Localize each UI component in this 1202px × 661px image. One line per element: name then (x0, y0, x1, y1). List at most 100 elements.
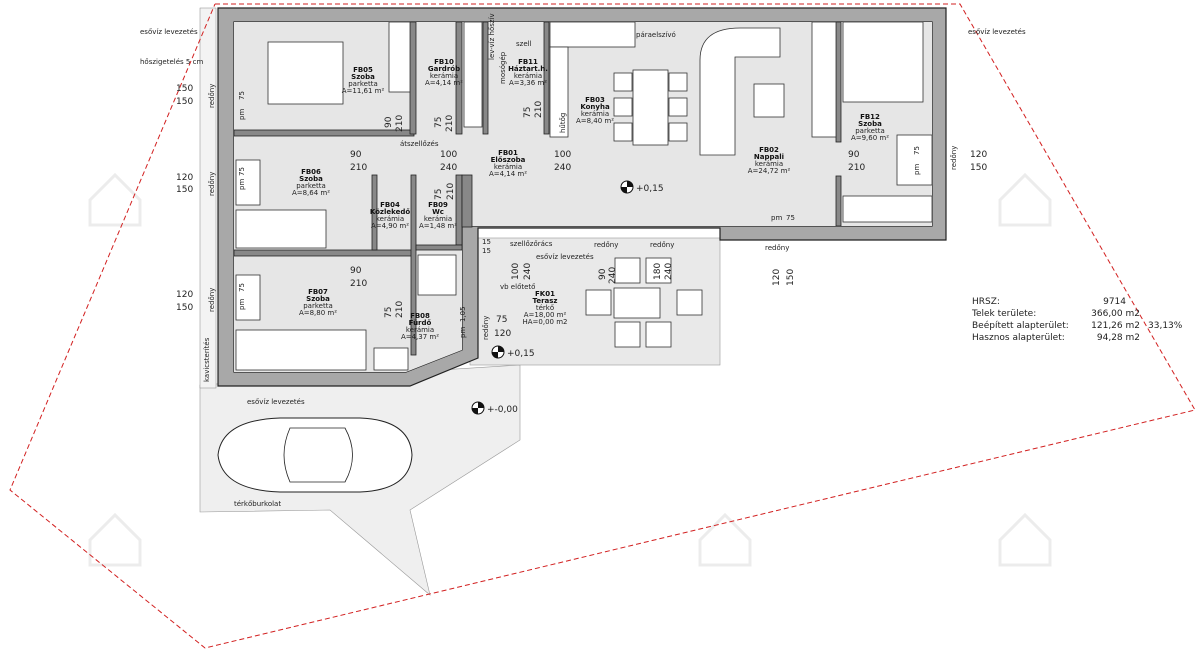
plan-label: szell (516, 40, 532, 48)
gravel-strip (199, 7, 217, 389)
plan-label: Nappali (754, 153, 784, 161)
plan-label: 210 (350, 279, 367, 289)
plan-label: Konyha (580, 103, 610, 111)
plan-label: 180 (653, 263, 663, 280)
plan-label: 100 (554, 150, 571, 160)
plan-label: 150 (786, 269, 796, 286)
plan-label: FB08 (410, 312, 430, 320)
plan-label: A=4,37 m² (401, 333, 439, 341)
plan-label: 33,13% (1148, 321, 1183, 331)
plan-label: 240 (664, 263, 674, 280)
plan-label: 9714 (1103, 297, 1126, 307)
plan-label: szellőzőrács (510, 239, 553, 248)
plan-label: Szoba (858, 120, 882, 128)
plan-label: 90 (350, 266, 362, 276)
plan-label: +0,15 (507, 349, 535, 359)
plan-label: parketta (296, 182, 326, 190)
level-marker: +-0,00 (471, 401, 518, 415)
plan-label: 90 (848, 150, 860, 160)
site-info-table: HRSZ:9714 Telek területe:366,00 m2 Beépí… (971, 297, 1183, 343)
plan-label: A=1,48 m² (419, 222, 457, 230)
plan-label: hűtőg (558, 113, 567, 133)
plan-label: kerámia (581, 110, 609, 118)
plan-label: A=4,14 m² (489, 170, 527, 178)
plan-label: 120 (176, 173, 193, 183)
plan-label: Terasz (532, 297, 557, 305)
plan-label: redőny (765, 243, 789, 252)
plan-label: átszellőzés (400, 139, 439, 148)
plan-label: 1,05 (459, 306, 467, 322)
plan-label: FB09 (428, 201, 448, 209)
level-marker: +0,15 (491, 345, 535, 359)
plan-label: esővíz levezetés (140, 27, 198, 36)
plan-label: redőny (594, 240, 618, 249)
annotations: esővíz levezetés esővíz levezetés hőszig… (140, 13, 1026, 508)
plan-label: HRSZ: (972, 297, 1000, 307)
plan-label: redőny (949, 146, 958, 170)
plan-label: 240 (440, 163, 457, 173)
plan-label: 15 (482, 238, 491, 246)
plan-label: 90 (598, 268, 608, 280)
plan-label: 75 (238, 167, 246, 176)
plan-label: kerámia (755, 160, 783, 168)
plan-label: kavicsterítés (203, 337, 211, 382)
plan-label: esővíz levezetés (536, 252, 594, 261)
plan-label: parketta (855, 127, 885, 135)
plan-label: pm (459, 327, 467, 338)
car (217, 417, 413, 493)
plan-label: 240 (523, 263, 533, 280)
plan-label: kerámia (406, 326, 434, 334)
plan-label: 100 (440, 150, 457, 160)
plan-label: 75 (913, 146, 921, 155)
plan-label: FB03 (585, 96, 605, 104)
plan-label: 120 (176, 290, 193, 300)
plan-label: 90 (350, 150, 362, 160)
plan-label: Szoba (299, 175, 323, 183)
interior-walls (233, 21, 842, 356)
plan-label: 150 (176, 84, 193, 94)
plan-label: parketta (348, 80, 378, 88)
plan-label: pm (913, 164, 921, 175)
plan-label: Hasznos alapterület: (972, 333, 1065, 343)
plan-label: 15 (482, 247, 491, 255)
plan-label: +-0,00 (487, 405, 518, 415)
plan-label: 150 (176, 185, 193, 195)
plan-label: térkőburkolat (234, 499, 281, 508)
plan-label: A=18,00 m² (524, 311, 567, 319)
plan-label: A=8,40 m² (576, 117, 614, 125)
plan-label: A=8,80 m² (299, 309, 337, 317)
property-line (9, 3, 1196, 649)
plan-label: A=24,72 m² (748, 167, 791, 175)
plan-label: 150 (176, 97, 193, 107)
plan-label: 90 (384, 116, 394, 128)
plan-label: 150 (970, 163, 987, 173)
plan-label: vb előtető (500, 282, 535, 291)
plan-label: pm (238, 179, 246, 190)
plan-label: 75 (238, 91, 246, 100)
plan-label: Telek területe: (971, 309, 1036, 319)
plan-label: parketta (303, 302, 333, 310)
plan-label: 120 (970, 150, 987, 160)
plan-label: 94,28 m2 (1097, 333, 1140, 343)
plan-label: 75 (434, 189, 444, 200)
plan-label: A=9,60 m² (851, 134, 889, 142)
plan-label: FB06 (301, 168, 321, 176)
plan-label: FB04 (380, 201, 400, 209)
plan-label: 75 (238, 283, 246, 292)
plan-label: HA=0,00 m2 (522, 318, 567, 326)
plan-label: 240 (554, 163, 571, 173)
plan-label: A=4,14 m² (425, 79, 463, 87)
plan-label: 75 (434, 117, 444, 128)
plan-label: Szoba (351, 73, 375, 81)
furniture (235, 21, 933, 371)
plan-label: lev-víz hőszív (487, 13, 496, 60)
plan-label: Wc (432, 208, 444, 216)
